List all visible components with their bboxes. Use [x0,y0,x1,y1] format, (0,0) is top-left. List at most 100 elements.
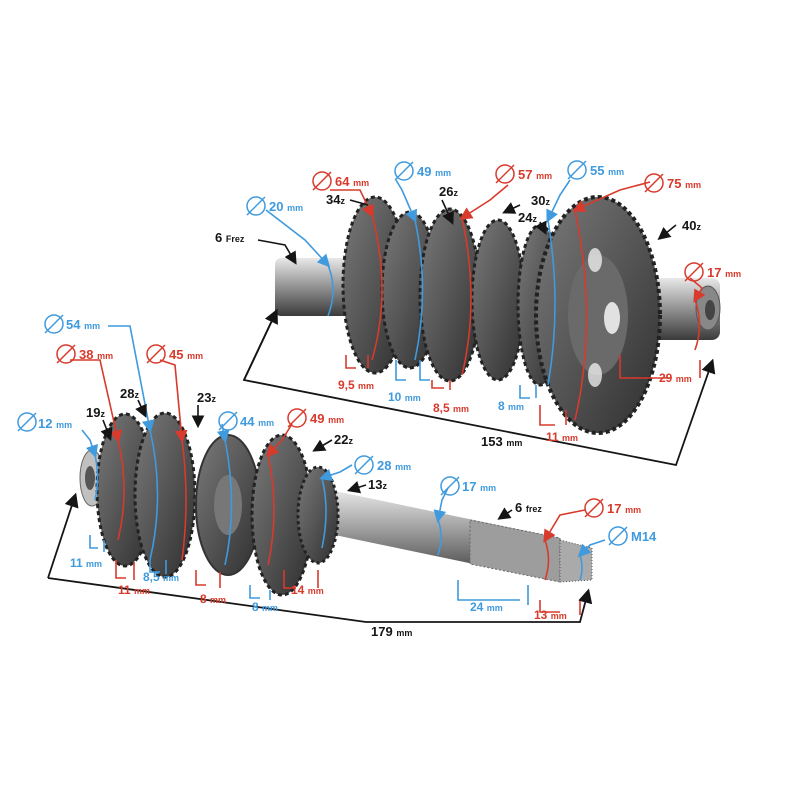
label-lower-dia-gear-d: 44 mm [240,414,274,429]
upper-shaft-drawing [275,195,721,435]
diameter-icon [246,196,266,216]
leader-lower-splines [497,507,513,520]
diameter-icon [146,344,166,364]
leader-lower-t2 [135,399,147,418]
diameter-icon [56,344,76,364]
lower-shaft-thread [559,539,593,583]
label-lower-width-8: 13 mm [534,608,567,622]
bracket-lower-w1 [89,535,105,552]
arc-lower-gear-d [224,439,233,566]
leader-upper-shaft-left [265,209,331,268]
bracket-upper-w4 [519,385,537,399]
bracket-upper-w2 [395,360,430,381]
lower-gear-2 [133,411,197,579]
diameter-icon [684,262,704,282]
label-lower-dia-shaft-end: 17 mm [607,501,641,516]
diameter-icon [17,412,37,432]
label-lower-dia-gear-e: 49 mm [310,411,344,426]
arc-lower-gear-a [117,439,125,541]
bracket-lower-w4 [195,570,221,588]
diameter-icons [17,160,704,546]
diameter-icon [354,455,374,475]
label-upper-teeth-5: 40z [682,218,701,233]
label-lower-width-4: 8 mm [200,592,226,606]
label-lower-dia-gear-f: 28 mm [377,458,411,473]
lower-labels: 12 mm 54 mm 38 mm 45 mm 44 mm 49 mm 28 m… [38,317,657,639]
label-upper-length: 153 mm [481,434,522,449]
label-upper-dia-gear-c: 57 mm [518,167,552,182]
bracket-upper-w6 [619,355,701,379]
lower-gear-5 [296,465,340,565]
diameter-icon [644,173,664,193]
leader-lower-t4 [312,439,333,452]
label-upper-dia-gear-a: 64 mm [335,174,369,189]
upper-shaft-spline-end [275,258,355,316]
label-lower-splines: 6 frez [515,500,542,515]
leader-upper-gear-c [459,184,509,220]
label-lower-dia-gear-b: 54 mm [66,317,100,332]
upper-gear-4 [470,218,526,382]
label-lower-width-5: 8 mm [252,600,278,614]
arc-upper-shaft-right [694,299,701,351]
arc-lower-gear-e [267,454,275,566]
label-upper-width-1: 9,5 mm [338,378,374,392]
lower-shaft-spline [469,519,561,583]
diameter-icon [495,164,515,184]
arc-lower-gear-f [321,477,327,549]
label-lower-dia-shaft-mid: 17 mm [462,479,496,494]
label-upper-teeth-3: 30z [531,193,550,208]
label-upper-dia-gear-e: 75 mm [667,176,701,191]
arc-upper-gear-a [371,214,383,361]
leader-lower-gear-f [318,464,353,482]
leader-upper-t4 [534,220,547,235]
arc-lower-shaft-end [544,539,550,581]
leader-upper-splines [257,239,297,265]
diameter-icon [312,171,332,191]
label-lower-teeth-3: 23z [197,390,216,405]
label-upper-width-4: 8 mm [498,399,524,413]
leader-lower-thread [577,539,606,558]
leader-upper-t2 [441,199,454,225]
bracket-lower-w2 [115,560,135,580]
bracket-lower-w3 [149,560,167,574]
label-upper-splines: 6 Frez [215,230,245,245]
label-upper-width-5: 11 mm [546,430,578,444]
arc-upper-shaft-left [327,264,334,317]
leader-lines [47,179,716,623]
diameter-icon [287,408,307,428]
leader-lower-gear-e [265,423,293,458]
diameter-icon [218,411,238,431]
diameter-icon [567,160,587,180]
label-upper-dia-shaft-left: 20 mm [269,199,303,214]
bracket-lower-w5 [249,585,271,600]
label-lower-teeth-2: 28z [120,386,139,401]
leader-upper-t1 [349,199,369,206]
leader-lower-t5 [346,481,367,494]
label-upper-teeth-4: 24z [518,210,537,225]
leader-upper-t5 [657,224,677,241]
label-lower-teeth-4: 22z [334,432,353,447]
leader-lower-gear-a [70,359,123,444]
leader-upper-gear-e [572,181,651,212]
diameter-icon [608,526,628,546]
arc-upper-gear-b [414,219,424,361]
label-lower-thread: M14 [631,529,657,544]
label-lower-dia-shaft-left: 12 mm [38,416,72,431]
diameter-icon [44,314,64,334]
leader-lower-shaft-left [81,429,99,459]
upper-labels: 6 Frez 20 mm 64 mm 49 mm 57 mm 55 mm 75 … [215,163,741,449]
diameter-icon [584,498,604,518]
bracket-upper-w1 [345,355,369,369]
lower-length-line [47,577,593,623]
label-upper-teeth-1: 34z [326,192,345,207]
label-lower-teeth-1: 19z [86,405,105,420]
arc-upper-gear-c [461,217,472,376]
label-lower-width-3: 8,5 mm [143,570,179,584]
arc-lower-gear-b [149,429,159,561]
diameter-icon [440,476,460,496]
lower-gear-3 [195,434,261,576]
label-upper-width-2: 10 mm [388,390,421,404]
arc-upper-gear-d [547,219,556,386]
label-lower-dia-gear-c: 45 mm [169,347,203,362]
